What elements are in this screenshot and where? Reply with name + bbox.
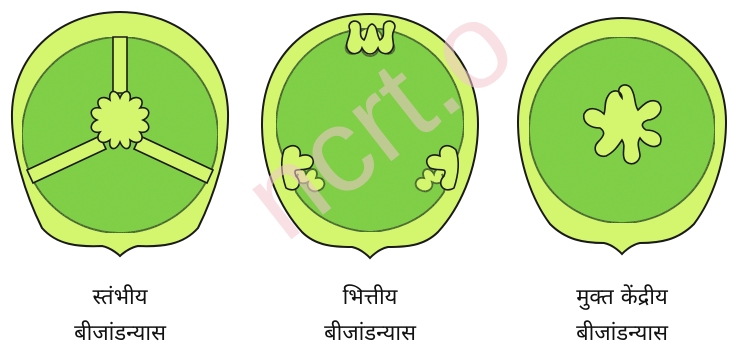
axile-placentation-diagram <box>12 12 228 256</box>
caption-axile-line1: स्तंभीय <box>20 280 220 316</box>
free-central-placentation-diagram <box>518 18 726 254</box>
caption-axile: स्तंभीय बीजांडन्यास <box>20 280 220 351</box>
caption-axile-line2: बीजांडन्यास <box>20 316 220 351</box>
caption-parietal-line1: भित्तीय <box>270 280 470 316</box>
caption-free-central-line1: मुक्त केंद्रीय <box>522 280 722 316</box>
caption-parietal-line2: बीजांडन्यास <box>270 316 470 351</box>
placentation-diagrams: ncrt.o <box>0 0 735 280</box>
septum-top <box>113 37 127 93</box>
caption-parietal: भित्तीय बीजांडन्यास <box>270 280 470 351</box>
caption-free-central: मुक्त केंद्रीय बीजांडन्यास <box>522 280 722 351</box>
caption-free-central-line2: बीजांडन्यास <box>522 316 722 351</box>
